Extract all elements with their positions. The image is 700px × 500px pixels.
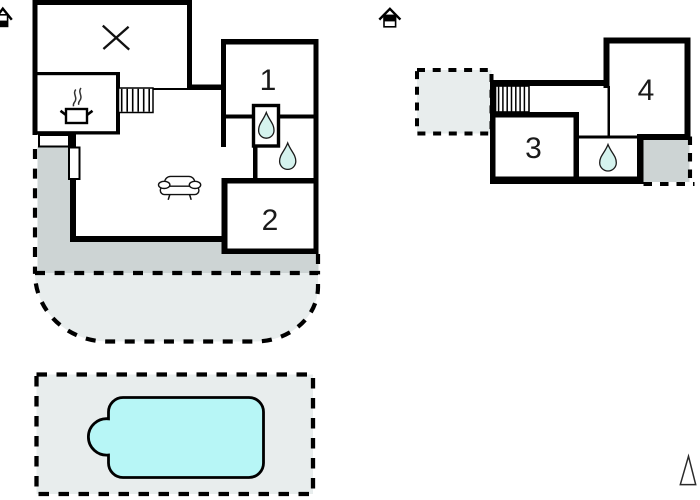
svg-text:3: 3 <box>525 132 542 165</box>
svg-text:4: 4 <box>638 74 655 107</box>
svg-text:1: 1 <box>260 64 277 97</box>
svg-text:2: 2 <box>262 204 279 237</box>
